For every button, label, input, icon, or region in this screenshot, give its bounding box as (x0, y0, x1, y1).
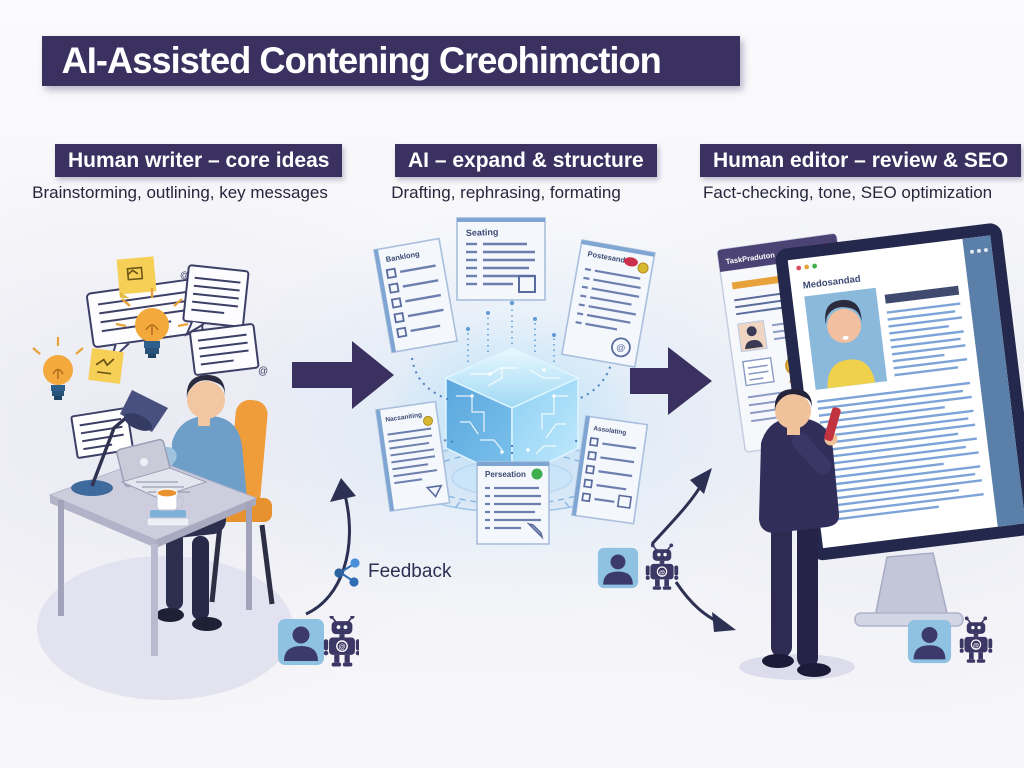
sticky-note-icon (116, 256, 157, 299)
document-connectors (407, 357, 615, 454)
ai-document: Assolating (571, 415, 649, 525)
title-banner: AI-Assisted Contening Creohimction (42, 36, 740, 86)
red-pen-icon (824, 407, 841, 442)
ai-document: Banklong (373, 237, 458, 354)
green-dot-icon (531, 468, 543, 480)
feedback-label: Feedback (368, 561, 452, 582)
column-header-label: AI – expand & structure (408, 149, 644, 172)
column-subtitle-ai: Drafting, rephrasing, formating (391, 183, 621, 202)
red-dot-icon (624, 257, 638, 267)
stamp-icon (611, 337, 631, 358)
coffee-cup-icon (146, 488, 190, 527)
desk-lamp-icon (71, 390, 168, 496)
robot-icon (645, 543, 679, 591)
feedback-arrow-icon (305, 478, 356, 616)
ai-document: Perseation (476, 461, 550, 545)
column-header-human-editor: Human editor – review & SEO (700, 144, 1022, 177)
badge-icon (616, 494, 633, 509)
laptop (116, 438, 208, 499)
lightbulb-icon (32, 337, 84, 400)
human-robot-pair (278, 616, 359, 668)
pen-icon (526, 522, 544, 540)
lightbulb-icon (115, 288, 189, 358)
page-title: AI-Assisted Contening Creohimction (61, 40, 662, 81)
svg-text:@: @ (180, 270, 189, 280)
document-label: Assolating (593, 425, 627, 437)
column-subtitle-human-editor: Fact-checking, tone, SEO optimization (703, 183, 993, 202)
yellow-dot-icon (637, 262, 649, 274)
signal-antennas (466, 300, 556, 362)
document-label: Perseation (485, 470, 526, 479)
share-icon (334, 558, 360, 587)
column-header-label: Human editor – review & SEO (713, 149, 1009, 172)
svg-text:@: @ (258, 366, 268, 377)
sticky-note-icon (88, 348, 124, 384)
human-editor-scene: TaskPraduton (716, 223, 1024, 680)
desk (48, 457, 258, 656)
monitor: Medosandad (775, 223, 1024, 627)
ai-document: Nacsaniting (375, 400, 451, 512)
floor-shadow (37, 556, 293, 700)
ai-document: Seating (456, 217, 546, 301)
column-subtitle-human-writer: Brainstorming, outlining, key messages (32, 183, 328, 202)
human-robot-pair (907, 616, 993, 664)
person-avatar-icon (907, 619, 952, 664)
human-writer-scene: @ @ (32, 256, 293, 700)
svg-text:@: @ (615, 342, 626, 353)
column-header-label: Human writer – core ideas (68, 149, 330, 172)
robot-icon (959, 616, 993, 664)
document-label: Seating (466, 227, 499, 238)
person-avatar-icon (597, 547, 639, 589)
checkbox-icon (518, 275, 536, 293)
ai-document: Postesand @ (560, 239, 656, 369)
yellow-dot-icon (423, 415, 434, 426)
column-header-ai: AI – expand & structure (395, 144, 657, 177)
editor-person (739, 389, 855, 680)
ai-cube-scene: Seating Banklong (373, 217, 656, 545)
robot-icon (323, 616, 359, 668)
speech-bubble-icon: @ (189, 323, 268, 377)
person-avatar-icon (278, 619, 324, 665)
column-header-human-writer: Human writer – core ideas (55, 144, 343, 177)
nib-icon (425, 484, 443, 498)
human-robot-pair (597, 543, 679, 591)
